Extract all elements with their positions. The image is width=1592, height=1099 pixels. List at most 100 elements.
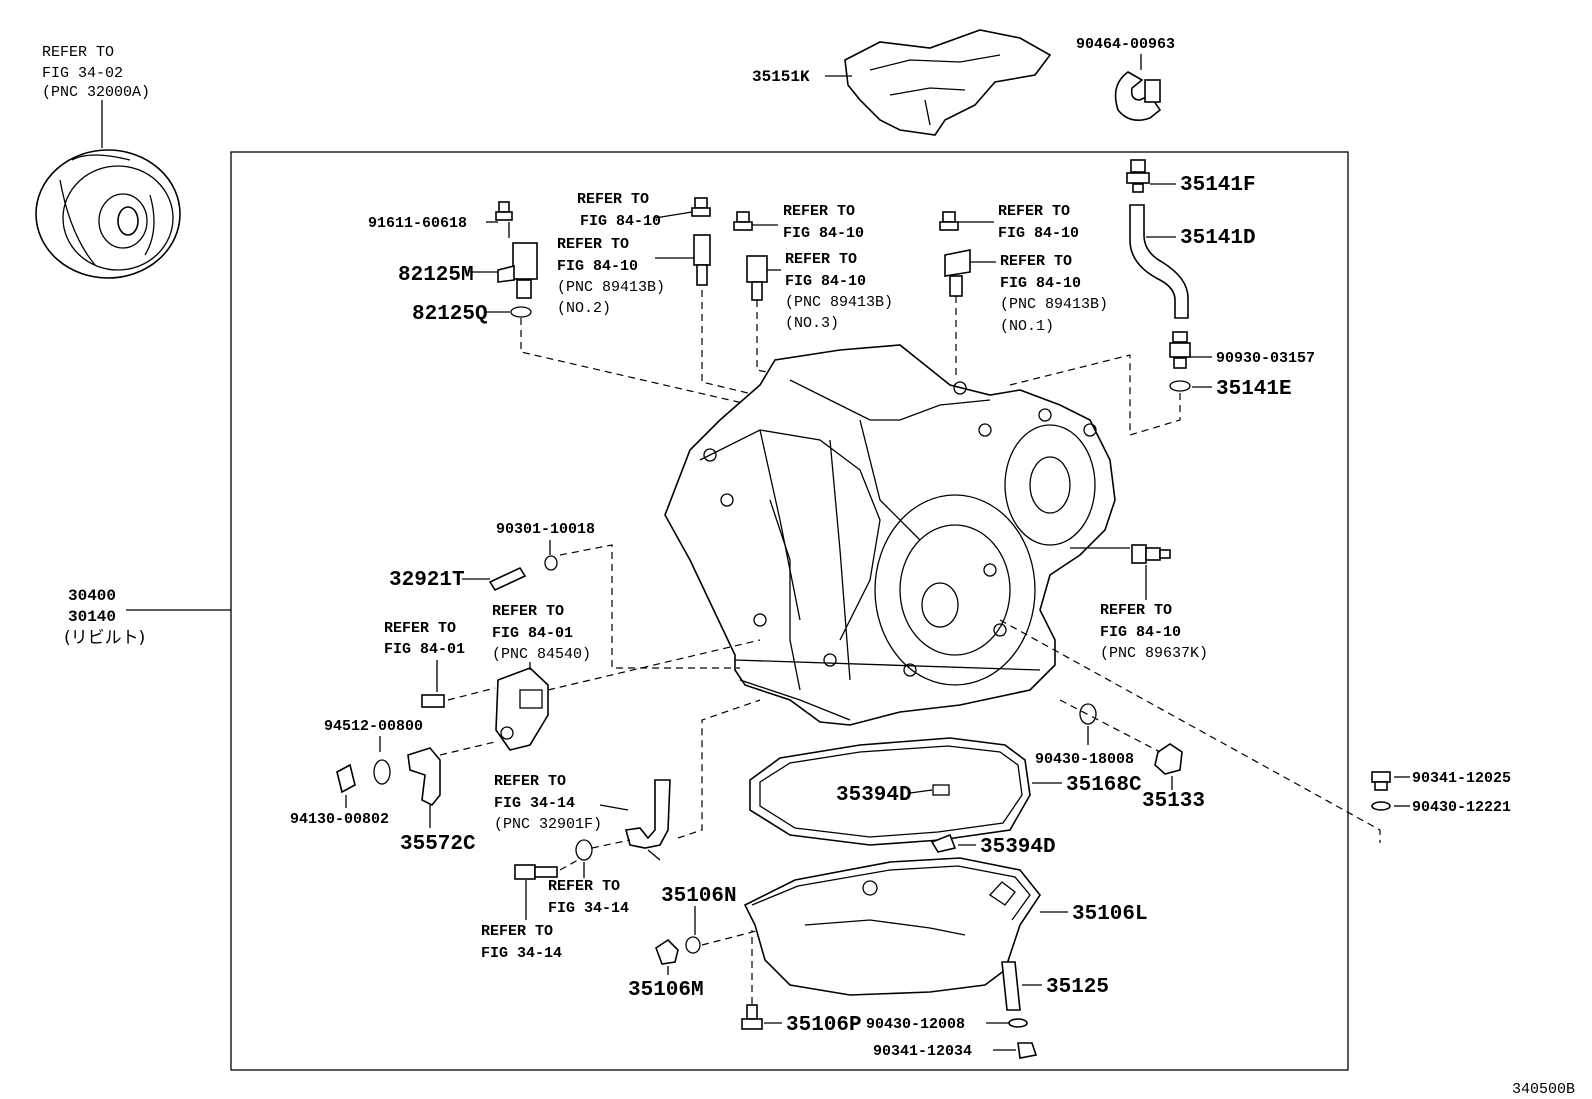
ref-tube-line2: FIG 34-14 <box>494 795 575 812</box>
ref-sensor-no2-line3: (PNC 89413B) <box>557 279 665 296</box>
plug-90341-12025-drawing <box>1371 771 1391 811</box>
part-91611-60618: 91611-60618 <box>368 215 467 232</box>
torque-converter-drawing <box>35 149 181 279</box>
ref-sensor-no3-line2: FIG 84-10 <box>785 273 866 290</box>
part-35106L: 35106L <box>1072 903 1148 926</box>
part-90464-00963: 90464-00963 <box>1076 36 1175 53</box>
pressure-switch-drawing <box>1131 544 1171 564</box>
torque-converter-ref-line3: (PNC 32000A) <box>42 84 150 101</box>
switch-bolt-drawing <box>421 694 445 708</box>
part-35141F: 35141F <box>1180 174 1256 197</box>
part-82125Q: 82125Q <box>412 303 488 326</box>
gasket-90430-12008-drawing <box>1008 1018 1028 1028</box>
speed-sensor-drawing <box>495 201 538 318</box>
part-35106M: 35106M <box>628 979 704 1002</box>
ref-switch-line1: REFER TO <box>492 603 564 620</box>
ref-switch-line3: (PNC 84540) <box>492 646 591 663</box>
washer-drawing <box>373 759 391 785</box>
part-90341-12025: 90341-12025 <box>1412 770 1511 787</box>
ref-sensor-no2-line1: REFER TO <box>557 236 629 253</box>
oil-tube-drawing <box>624 779 671 849</box>
ref-switch-line2: FIG 84-01 <box>492 625 573 642</box>
part-90341-12034: 90341-12034 <box>873 1043 972 1060</box>
part-35394D-b: 35394D <box>980 836 1056 859</box>
transaxle-case-drawing <box>664 344 1130 726</box>
part-90301-10018: 90301-10018 <box>496 521 595 538</box>
union-bolt-drawing <box>514 864 558 880</box>
ref-bolt-no1-line1: REFER TO <box>998 203 1070 220</box>
hose-assembly-drawing <box>1126 159 1191 392</box>
part-90430-12008: 90430-12008 <box>866 1016 965 1033</box>
ref-bolt-no2-line1: REFER TO <box>577 191 649 208</box>
o-ring-drawing <box>544 555 558 571</box>
plug-35133-drawing <box>1154 743 1183 775</box>
magnet-35394D-drawing <box>930 833 957 853</box>
torque-converter-ref-line2: FIG 34-02 <box>42 65 123 82</box>
heat-insulator-drawing <box>844 29 1052 136</box>
part-35151K: 35151K <box>752 68 810 86</box>
clamp-drawing <box>1114 71 1162 121</box>
part-94130-00802: 94130-00802 <box>290 811 389 828</box>
part-90430-12221: 90430-12221 <box>1412 799 1511 816</box>
ref-sensor-no1-line3: (PNC 89413B) <box>1000 296 1108 313</box>
assembly-frame <box>230 151 1349 1071</box>
ref-bolt-no1-line2: FIG 84-10 <box>998 225 1079 242</box>
part-35168C: 35168C <box>1066 774 1142 797</box>
part-82125M: 82125M <box>398 264 474 287</box>
ref-sensor-no2-line2: FIG 84-10 <box>557 258 638 275</box>
part-35394D-a: 35394D <box>836 784 912 807</box>
ref-sensor-no3-line4: (NO.3) <box>785 315 839 332</box>
ref-sensor-no1-line1: REFER TO <box>1000 253 1072 270</box>
ref-sensor-no1-line4: (NO.1) <box>1000 318 1054 335</box>
sensor-no3-drawing <box>733 211 768 301</box>
ref-sensor-no3-line3: (PNC 89413B) <box>785 294 893 311</box>
assembly-number-30400: 30400 <box>68 587 116 605</box>
ref-tube-line3: (PNC 32901F) <box>494 816 602 833</box>
tube-35125-drawing <box>1001 961 1021 1011</box>
nut-drawing <box>336 763 356 794</box>
oil-strainer-drawing <box>749 737 1031 846</box>
part-35106P: 35106P <box>786 1014 862 1037</box>
oil-pan-drawing <box>743 857 1041 996</box>
part-35141D: 35141D <box>1180 227 1256 250</box>
plug-35106M-drawing <box>655 938 679 965</box>
gasket-90430-18008-drawing <box>1079 703 1097 725</box>
lever-drawing <box>407 747 441 807</box>
sensor-no1-drawing <box>939 211 971 297</box>
gasket-35106N-drawing <box>685 936 701 954</box>
ref-bolt-no2-line2: FIG 84-10 <box>580 213 661 230</box>
ref-pressure-switch-line2: FIG 84-10 <box>1100 624 1181 641</box>
assembly-number-30140: 30140 <box>68 608 116 626</box>
rebuilt-note: (リビルト) <box>64 628 145 648</box>
part-35133: 35133 <box>1142 790 1205 813</box>
part-94512-00800: 94512-00800 <box>324 718 423 735</box>
ref-union-a-line1: REFER TO <box>481 923 553 940</box>
part-35572C: 35572C <box>400 833 476 856</box>
ref-switch-bolt-line1: REFER TO <box>384 620 456 637</box>
part-90430-18008: 90430-18008 <box>1035 751 1134 768</box>
plug-32921T-drawing <box>488 566 527 592</box>
part-35106N: 35106N <box>661 885 737 908</box>
neutral-start-switch-drawing <box>495 667 549 751</box>
bolt-35106P-drawing <box>741 1004 763 1030</box>
ref-union-b-line1: REFER TO <box>548 878 620 895</box>
ref-sensor-no1-line2: FIG 84-10 <box>1000 275 1081 292</box>
sensor-no2-drawing <box>691 197 711 286</box>
diagram-code: 340500B <box>1512 1081 1575 1098</box>
ref-sensor-no3-line1: REFER TO <box>785 251 857 268</box>
ref-union-a-line2: FIG 34-14 <box>481 945 562 962</box>
ref-pressure-switch-line3: (PNC 89637K) <box>1100 645 1208 662</box>
torque-converter-ref-line1: REFER TO <box>42 44 114 61</box>
part-32921T: 32921T <box>389 569 465 592</box>
ref-switch-bolt-line2: FIG 84-01 <box>384 641 465 658</box>
gasket-union-drawing <box>575 839 593 861</box>
ref-tube-line1: REFER TO <box>494 773 566 790</box>
ref-bolt-no3-line1: REFER TO <box>783 203 855 220</box>
ref-bolt-no3-line2: FIG 84-10 <box>783 225 864 242</box>
part-35141E: 35141E <box>1216 378 1292 401</box>
part-90930-03157: 90930-03157 <box>1216 350 1315 367</box>
ref-sensor-no2-line4: (NO.2) <box>557 300 611 317</box>
ref-pressure-switch-line1: REFER TO <box>1100 602 1172 619</box>
plug-90341-12034-drawing <box>1017 1042 1038 1059</box>
ref-union-b-line2: FIG 34-14 <box>548 900 629 917</box>
